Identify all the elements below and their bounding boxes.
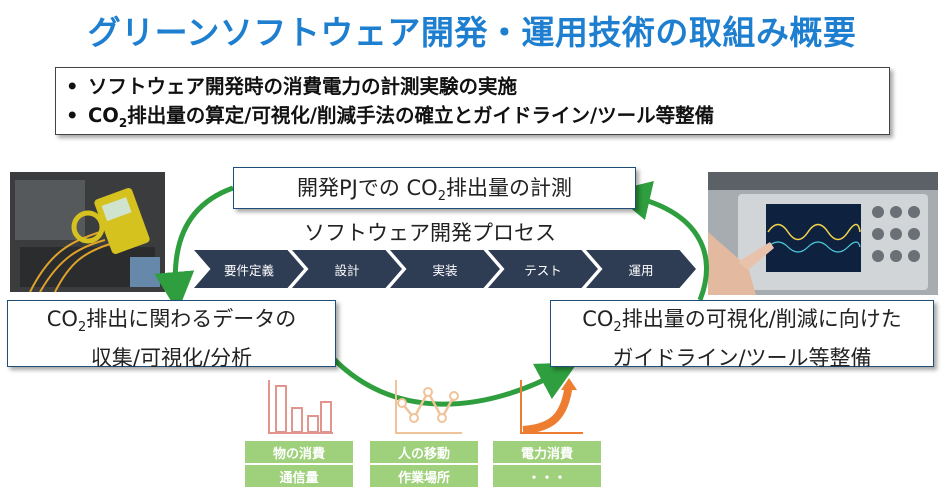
tag-work-location: 作業場所 [370, 465, 478, 487]
callout-right-line2: ガイドライン/ツール等整備 [612, 346, 872, 371]
stage-operation: 運用 [586, 250, 696, 288]
oscilloscope-measurement-photo [708, 172, 938, 295]
stage-design: 設計 [292, 250, 402, 288]
tag-power-consumption: 電力消費 [493, 441, 601, 463]
callout-data-collection: CO2排出に関わるデータの 収集/可視化/分析 [7, 300, 336, 370]
process-chevrons: 要件定義 設計 実装 テスト 運用 [194, 250, 696, 288]
summary-item-1: • ソフトウェア開発時の消費電力の計測実験の実施 [66, 72, 879, 101]
callout-left-line2: 収集/可視化/分析 [90, 346, 253, 371]
summary-subscript-2: 2 [118, 115, 128, 130]
summary-text-2: 排出量の算定/可視化/削減手法の確立とガイドライン/ツール等整備 [127, 104, 715, 127]
callout-right-subscript: 2 [613, 320, 622, 336]
line-chart-icon [395, 380, 462, 434]
process-label: ソフトウェア開発プロセス [304, 221, 556, 245]
summary-box: • ソフトウェア開発時の消費電力の計測実験の実施 • CO2排出量の算定/可視化/削… [55, 67, 890, 135]
callout-guidelines: CO2排出量の可視化/削減に向けた ガイドライン/ツール等整備 [550, 300, 934, 370]
callout-pj-measurement: 開発PJでの CO2排出量の計測 [233, 167, 636, 209]
summary-item-2: • CO2排出量の算定/可視化/削減手法の確立とガイドライン/ツール等整備 [66, 101, 879, 138]
bar-chart-icon [268, 380, 333, 434]
callout-top-text-rest: 排出量の計測 [446, 176, 572, 200]
tag-traffic: 通信量 [245, 465, 353, 487]
tag-etc: ・・・ [493, 465, 601, 487]
growth-curve-icon [520, 378, 583, 434]
page-title: グリーンソフトウェア開発・運用技術の取組み概要 [87, 13, 857, 52]
callout-left-rest: 排出に関わるデータの [86, 307, 297, 331]
callout-left-line1: CO2排出に関わるデータの [8, 304, 335, 343]
callout-left-co: CO [46, 307, 78, 331]
callout-left-subscript: 2 [77, 320, 87, 336]
callout-right-line1: CO2排出量の可視化/削減に向けた [551, 304, 933, 343]
summary-text-1: ソフトウェア開発時の消費電力の計測実験の実施 [88, 75, 518, 98]
callout-right-rest: 排出量の可視化/削減に向けた [621, 307, 902, 331]
tag-goods-consumption: 物の消費 [245, 441, 353, 463]
callout-right-co: CO [582, 307, 614, 331]
stage-test: テスト [488, 250, 598, 288]
stage-implementation: 実装 [390, 250, 500, 288]
bullet: • [66, 104, 79, 127]
summary-co-text: CO [88, 104, 119, 127]
stage-requirements: 要件定義 [194, 250, 304, 288]
bullet: • [66, 75, 79, 98]
clamp-meter-measurement-photo [10, 172, 165, 292]
tag-people-movement: 人の移動 [370, 441, 478, 463]
callout-top-text: 開発PJでの CO [296, 176, 438, 200]
callout-top-subscript: 2 [437, 189, 446, 205]
